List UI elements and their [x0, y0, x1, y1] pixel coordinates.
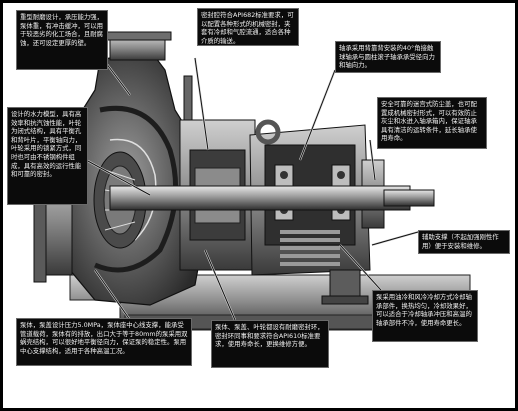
callout-seal-chamber: 密封腔符合API682标准要求，可以配置各种形式的机械密封，夹套有冷却和气腔流通…	[197, 8, 299, 46]
callout-bearing: 轴承采用背靠背安装的40°角接触球轴承与圆柱滚子轴承承受径向力和轴向力。	[335, 41, 441, 73]
seal-chamber	[179, 75, 256, 271]
callout-casing-pressure: 泵体，泵盖设计压力5.0MPa，泵体座中心线支撑，能承受管道载荷，泵体有的排放，…	[16, 318, 192, 366]
callout-casing-design: 重型耐磨设计，承压能力强，泵体重，有冲击缓冲，可以用于较恶劣的化工场合，且耐腐蚀…	[16, 10, 108, 70]
callout-cooling: 泵采用油冷和风冷冷却方式冷却轴承部件，换热均匀，冷却效果好，可以适合于冷却轴承冲…	[372, 290, 478, 342]
callout-hydraulic-model: 设计的水力模型，具有高效率和抗汽蚀性能，叶轮为闭式结构，具有平衡孔和背叶片，平衡…	[7, 107, 88, 205]
auxiliary-support	[321, 269, 369, 305]
callout-auxiliary-support: 辅助支撑（不起加强刚性作用）便于安装和维修。	[418, 230, 510, 254]
callout-labyrinth-cover: 安全可靠的迷宫式防尘盖，也可配置成机械密封形式，可以有效防止灰尘和水进入轴承箱内…	[377, 97, 487, 149]
callout-wear-rings: 泵体、泵盖、叶轮都设有耐磨密封环，密封环同事和要求符合API610标准要求，使用…	[211, 320, 329, 368]
shaft	[109, 185, 435, 211]
cooling-fins	[280, 230, 340, 266]
